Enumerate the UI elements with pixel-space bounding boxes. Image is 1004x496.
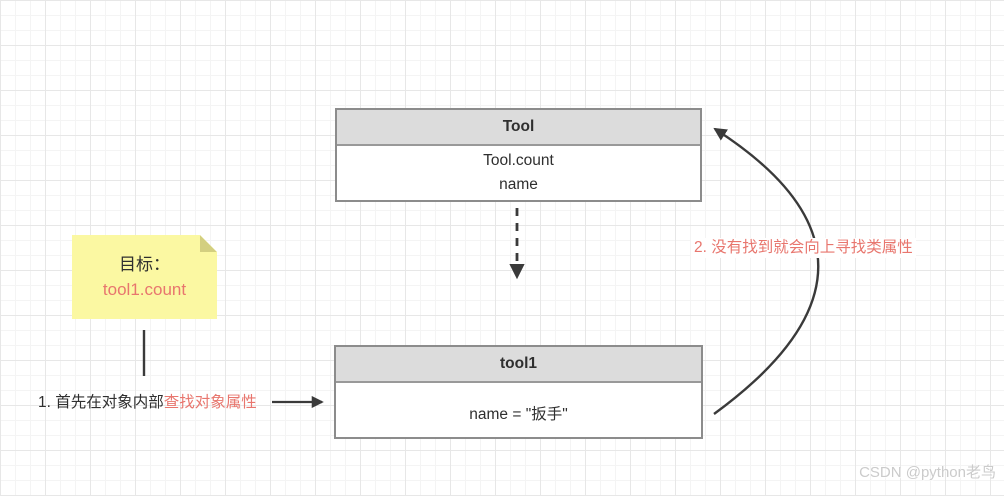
instance-box-body: name = "扳手" xyxy=(336,383,701,437)
step1-highlight: 查找对象属性 xyxy=(163,394,257,411)
watermark: CSDN @python老鸟 xyxy=(859,464,996,481)
class-box-body: Tool.count name xyxy=(337,146,700,200)
class-attribute-count: Tool.count xyxy=(483,152,554,169)
instance-box-tool1: tool1 name = "扳手" xyxy=(334,345,703,439)
class-attribute-name: name xyxy=(499,176,538,193)
instance-box-title: tool1 xyxy=(336,347,701,383)
upward-lookup-curved-arrow xyxy=(713,127,820,415)
note-title: 目标： xyxy=(119,255,170,274)
step1-annotation: 1. 首先在对象内部查找对象属性 xyxy=(38,394,257,412)
note-fold-corner-icon xyxy=(200,235,217,252)
class-box-tool: Tool Tool.count name xyxy=(335,108,702,202)
note-code: tool1.count xyxy=(102,280,187,299)
step2-annotation: 2. 没有找到就会向上寻找类属性 xyxy=(691,238,916,258)
class-box-title: Tool xyxy=(337,110,700,146)
instance-field-name: name = "扳手" xyxy=(469,406,568,423)
goal-sticky-note: 目标： tool1.count xyxy=(72,235,217,319)
step1-text: 1. 首先在对象内部 xyxy=(38,394,164,411)
